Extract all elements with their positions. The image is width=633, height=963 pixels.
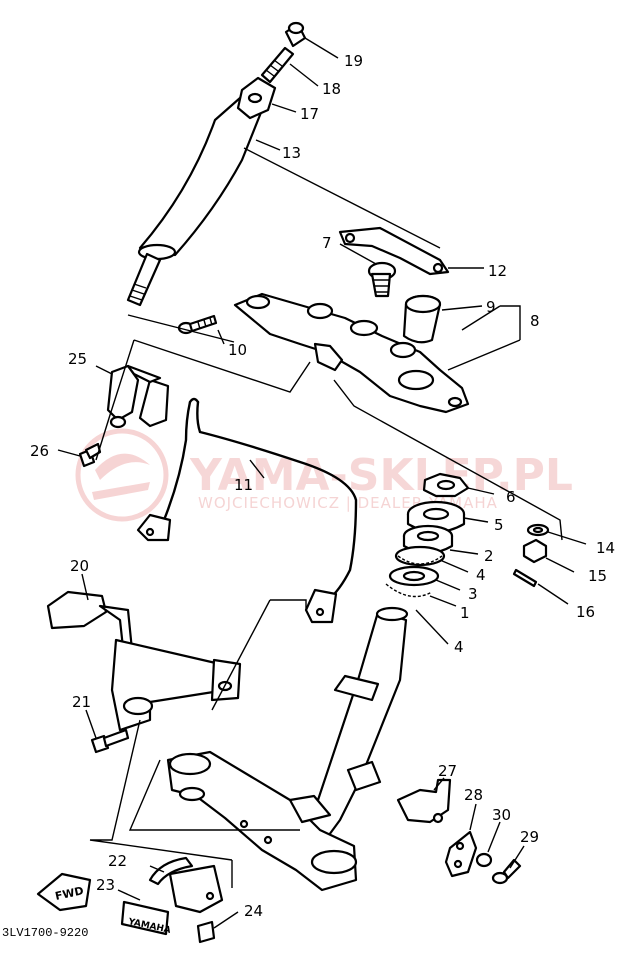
label-5: 5 bbox=[494, 516, 504, 534]
label-3: 3 bbox=[468, 585, 478, 603]
under-bracket-part bbox=[166, 750, 382, 892]
horn-part bbox=[396, 778, 452, 824]
label-14: 14 bbox=[596, 539, 615, 557]
cap-nut-part bbox=[284, 21, 307, 48]
bracket-plate-part bbox=[338, 226, 450, 276]
label-13: 13 bbox=[282, 144, 301, 162]
handlebar-holder-part bbox=[236, 76, 277, 120]
plate-part bbox=[444, 830, 478, 878]
label-22: 22 bbox=[108, 852, 127, 870]
label-4a: 4 bbox=[476, 566, 486, 584]
label-11: 11 bbox=[234, 476, 253, 494]
watermark-logo-icon bbox=[75, 428, 169, 522]
ring-nut-part bbox=[406, 500, 466, 534]
emblem-plate-part: YAMAHA bbox=[120, 900, 172, 936]
ball-race-lower-part bbox=[388, 565, 440, 587]
label-7: 7 bbox=[322, 234, 332, 252]
screw-part bbox=[78, 442, 102, 468]
label-6: 6 bbox=[506, 488, 516, 506]
label-20: 20 bbox=[70, 557, 89, 575]
label-15: 15 bbox=[588, 567, 607, 585]
throttle-cable-part bbox=[136, 397, 358, 624]
label-4b: 4 bbox=[454, 638, 464, 656]
label-24: 24 bbox=[244, 902, 263, 920]
watermark: YAMA-SKLEP.PL WOJCIECHOWICZ | DEALER YAM… bbox=[75, 428, 573, 522]
screw-small-part bbox=[491, 858, 522, 885]
small-bolt-part bbox=[196, 920, 216, 944]
bracket-bolt-part bbox=[177, 314, 218, 335]
label-27: 27 bbox=[438, 762, 457, 780]
label-16: 16 bbox=[576, 603, 595, 621]
leader-lines bbox=[57, 37, 587, 929]
part-labels: 19 18 17 13 7 12 9 8 10 25 26 11 6 5 2 4… bbox=[2, 52, 615, 940]
steering-stem-part bbox=[294, 606, 409, 852]
diagram-code: 3LV1700-9220 bbox=[2, 926, 88, 940]
handlebar-part bbox=[126, 96, 264, 307]
stay-bracket-part bbox=[106, 364, 170, 429]
rubber-damper-part bbox=[402, 294, 442, 344]
label-1: 1 bbox=[460, 604, 470, 622]
label-8: 8 bbox=[530, 312, 540, 330]
bearing-balls-part bbox=[385, 583, 433, 598]
label-18: 18 bbox=[322, 80, 341, 98]
headlight-bracket-part bbox=[46, 590, 242, 732]
washer-part bbox=[526, 523, 550, 537]
label-21: 21 bbox=[72, 693, 91, 711]
pin-part bbox=[512, 568, 538, 588]
label-30: 30 bbox=[492, 806, 511, 824]
label-23: 23 bbox=[96, 876, 115, 894]
bearing-cover-part bbox=[402, 524, 454, 555]
label-2: 2 bbox=[484, 547, 494, 565]
fwd-arrow-icon: FWD bbox=[36, 872, 92, 912]
label-19: 19 bbox=[344, 52, 363, 70]
label-9: 9 bbox=[486, 298, 496, 316]
nut-small-part bbox=[475, 852, 493, 868]
label-28: 28 bbox=[464, 786, 483, 804]
label-17: 17 bbox=[300, 105, 319, 123]
label-10: 10 bbox=[228, 341, 247, 359]
label-29: 29 bbox=[520, 828, 539, 846]
ball-race-upper-part bbox=[394, 545, 446, 567]
label-25: 25 bbox=[68, 350, 87, 368]
assembly-guide-lines bbox=[89, 147, 563, 888]
bracket-fixing-bolt-part bbox=[90, 728, 130, 754]
stem-bolt-part bbox=[367, 261, 397, 298]
label-12: 12 bbox=[488, 262, 507, 280]
emblem-bracket-part bbox=[168, 864, 224, 914]
nut-part bbox=[522, 538, 548, 564]
bolt-part bbox=[260, 46, 295, 84]
lock-washer-part bbox=[422, 472, 470, 498]
fwd-label: FWD bbox=[54, 884, 85, 903]
label-26: 26 bbox=[30, 442, 49, 460]
upper-bracket-part bbox=[233, 292, 470, 414]
